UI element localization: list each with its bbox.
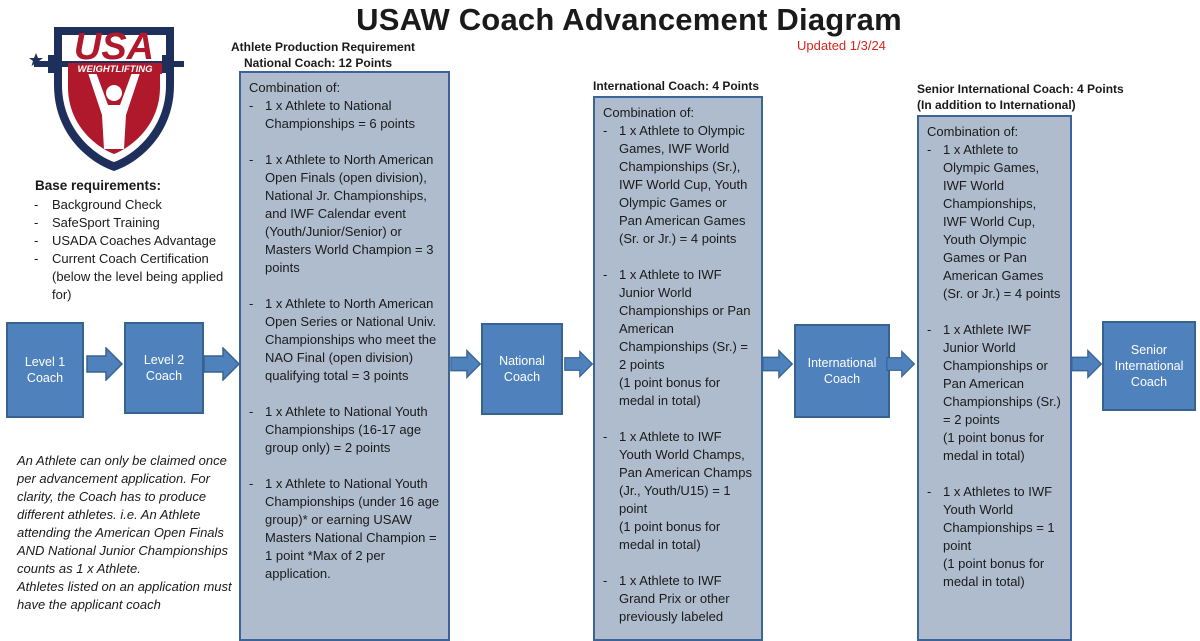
- arrow-right-icon: [886, 349, 916, 379]
- box-label: International Coach: [807, 356, 877, 386]
- requirement-item: 1 x Athletes to IWF Youth World Champion…: [927, 483, 1062, 591]
- requirement-text: 1 x Athlete to Olympic Games, IWF World …: [619, 123, 748, 246]
- requirement-text: 1 x Athlete IWF Junior World Championshi…: [943, 322, 1061, 427]
- requirement-item: 1 x Athlete to North American Open Serie…: [249, 295, 440, 385]
- box-label: Senior International Coach: [1114, 343, 1184, 389]
- arrow-right-icon: [564, 349, 594, 379]
- senior-international-coach-box: Senior International Coach: [1102, 321, 1196, 411]
- athlete-claim-note: An Athlete can only be claimed once per …: [17, 452, 232, 614]
- medal-bonus-note: (1 point bonus for medal in total): [619, 519, 721, 552]
- requirement-item: 1 x Athlete to Olympic Games, IWF World …: [927, 141, 1062, 303]
- arrow-right-icon: [86, 347, 124, 381]
- combination-label: Combination of:: [249, 80, 341, 95]
- national-requirement-header: Athlete Production Requirement: [231, 40, 416, 54]
- arrow-right-icon: [762, 349, 794, 379]
- level2-coach-box: Level 2 Coach: [124, 322, 204, 414]
- requirement-item: 1 x Athlete to Olympic Games, IWF World …: [603, 122, 753, 248]
- requirement-item: 1 x Athlete to National Championships = …: [249, 97, 440, 133]
- international-points-header: International Coach: 4 Points: [593, 79, 760, 93]
- senior-points-header: Senior International Coach: 4 Points: [917, 82, 1124, 96]
- base-requirements-heading: Base requirements:: [35, 178, 162, 193]
- box-label: Level 2 Coach: [143, 353, 185, 383]
- arrow-right-icon: [203, 347, 241, 381]
- national-coach-panel: Combination of: 1 x Athlete to National …: [239, 71, 450, 641]
- international-coach-panel: Combination of: 1 x Athlete to Olympic G…: [593, 96, 763, 641]
- base-requirements-list: Background Check SafeSport Training USAD…: [34, 196, 234, 304]
- updated-date: Updated 1/3/24: [797, 38, 886, 53]
- national-points-header: National Coach: 12 Points: [244, 56, 393, 70]
- arrow-right-icon: [450, 349, 482, 379]
- requirement-item: 1 x Athlete to National Youth Championsh…: [249, 403, 440, 457]
- base-requirement-item: Current Coach Certification (below the l…: [34, 250, 234, 304]
- diagram-title: USAW Coach Advancement Diagram: [356, 2, 902, 37]
- note-paragraph: Athletes listed on an application must h…: [17, 579, 232, 612]
- requirement-item: 1 x Athlete IWF Junior World Championshi…: [927, 321, 1062, 465]
- usa-weightlifting-logo: USA WEIGHTLIFTING: [28, 15, 188, 180]
- requirement-text: 1 x Athlete to Olympic Games, IWF World …: [943, 142, 1061, 301]
- senior-international-coach-panel: Combination of: 1 x Athlete to Olympic G…: [917, 115, 1072, 641]
- combination-label: Combination of:: [927, 124, 1019, 139]
- base-requirement-item: USADA Coaches Advantage: [34, 232, 234, 250]
- requirement-item: 1 x Athlete to National Youth Championsh…: [249, 475, 440, 583]
- logo-text-usa: USA: [74, 26, 154, 68]
- logo-mark: USA WEIGHTLIFTING: [29, 26, 184, 171]
- base-requirement-item: SafeSport Training: [34, 214, 234, 232]
- senior-addition-header: (In addition to International): [917, 98, 1076, 112]
- national-coach-box: National Coach: [481, 323, 563, 415]
- box-label: National Coach: [499, 354, 545, 384]
- requirement-item: 1 x Athlete to IWF Grand Prix or other p…: [603, 572, 753, 626]
- base-requirement-item: Background Check: [34, 196, 234, 214]
- national-requirement-list: 1 x Athlete to National Championships = …: [249, 97, 440, 583]
- requirement-text: 1 x Athlete to IWF Youth World Champs, P…: [619, 429, 752, 516]
- senior-requirement-list: 1 x Athlete to Olympic Games, IWF World …: [927, 141, 1062, 591]
- requirement-text: 1 x Athlete to IWF Junior World Champion…: [619, 267, 751, 372]
- level1-coach-box: Level 1 Coach: [6, 322, 84, 418]
- international-coach-box: International Coach: [794, 324, 890, 418]
- note-paragraph: An Athlete can only be claimed once per …: [17, 453, 228, 576]
- medal-bonus-note: (1 point bonus for medal in total): [619, 375, 721, 408]
- requirement-item: 1 x Athlete to IWF Junior World Champion…: [603, 266, 753, 410]
- international-requirement-list: 1 x Athlete to Olympic Games, IWF World …: [603, 122, 753, 626]
- arrow-right-icon: [1071, 349, 1103, 379]
- medal-bonus-note: (1 point bonus for medal in total): [943, 556, 1045, 589]
- requirement-text: 1 x Athlete to IWF Grand Prix or other p…: [619, 573, 730, 624]
- requirement-text: 1 x Athletes to IWF Youth World Champion…: [943, 484, 1055, 553]
- requirement-item: 1 x Athlete to North American Open Final…: [249, 151, 440, 277]
- requirement-item: 1 x Athlete to IWF Youth World Champs, P…: [603, 428, 753, 554]
- medal-bonus-note: (1 point bonus for medal in total): [943, 430, 1045, 463]
- logo-text-weightlifting: WEIGHTLIFTING: [78, 64, 154, 75]
- combination-label: Combination of:: [603, 105, 695, 120]
- box-label: Level 1 Coach: [24, 355, 66, 385]
